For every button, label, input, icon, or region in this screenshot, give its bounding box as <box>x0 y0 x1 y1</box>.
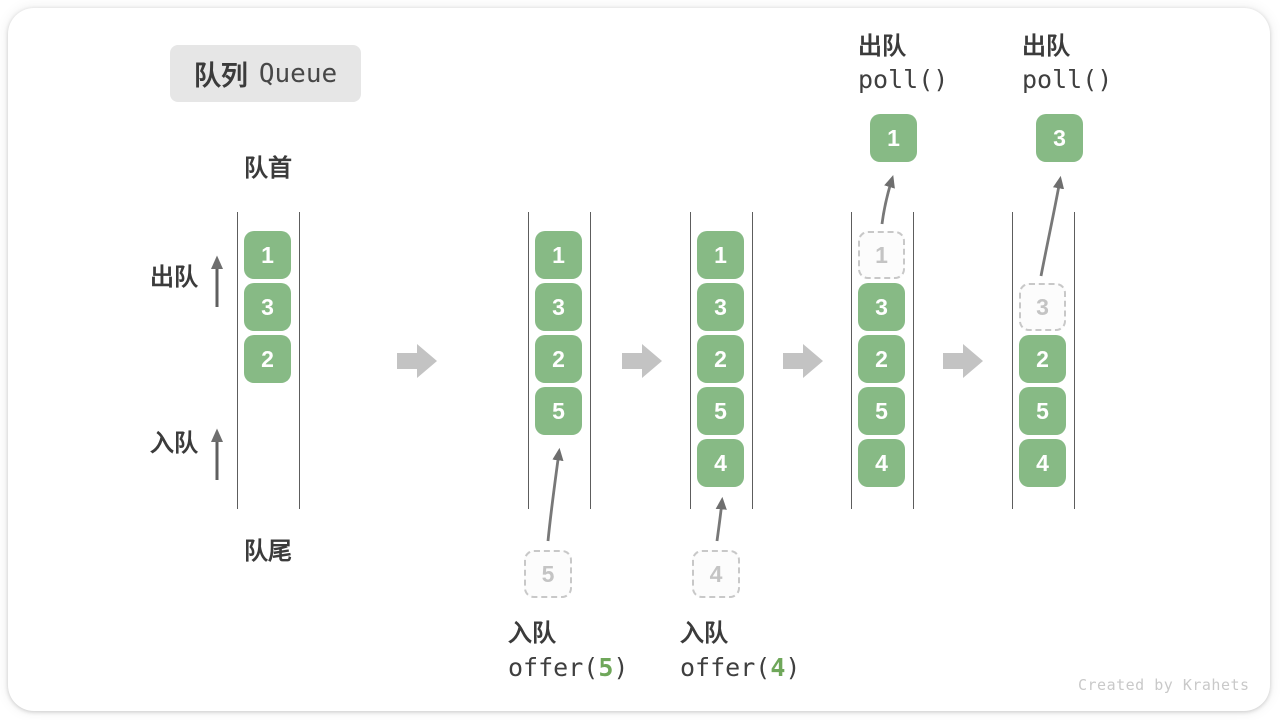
queue-item: 2 <box>697 335 744 383</box>
queue-item: 1 <box>697 231 744 279</box>
queue-item: 5 <box>535 387 582 435</box>
queue-item: 4 <box>697 439 744 487</box>
op-action-label: 出队 <box>858 33 906 60</box>
queue-state-4: 1 3 2 5 4 <box>851 212 914 509</box>
op-action-label: 入队 <box>680 620 728 647</box>
queue-item: 2 <box>858 335 905 383</box>
label-dequeue: 出队 <box>150 264 198 291</box>
queue-item: 3 <box>858 283 905 331</box>
popped-item: 3 <box>1036 114 1083 162</box>
queue-item: 5 <box>858 387 905 435</box>
op-code-label: poll() <box>1022 65 1113 94</box>
queue-item: 4 <box>1019 439 1066 487</box>
queue-item: 3 <box>697 283 744 331</box>
queue-state-3: 1 3 2 5 4 <box>690 212 753 509</box>
queue-state-2: 1 3 2 5 <box>528 212 591 509</box>
incoming-item-ghost: 5 <box>524 550 572 598</box>
label-queue-front: 队首 <box>244 155 292 182</box>
op-arg-value: 4 <box>770 653 786 682</box>
op-dequeue-poll-2: 出队 poll() <box>1022 31 1112 97</box>
label-enqueue: 入队 <box>150 430 198 457</box>
incoming-item-ghost: 4 <box>692 550 740 598</box>
queue-state-5: 3 2 5 4 <box>1012 212 1075 509</box>
removed-item-ghost: 1 <box>858 231 905 279</box>
removed-item-ghost: 3 <box>1019 283 1066 331</box>
queue-item: 3 <box>244 283 291 331</box>
op-arg-value: 5 <box>598 653 614 682</box>
queue-item: 2 <box>244 335 291 383</box>
watermark: Created by Krahets <box>1078 676 1250 694</box>
op-enqueue-offer4: 入队 offer(4) <box>680 617 800 685</box>
queue-item: 1 <box>244 231 291 279</box>
queue-item: 3 <box>535 283 582 331</box>
diagram-card <box>8 8 1270 711</box>
queue-item: 2 <box>535 335 582 383</box>
op-action-label: 出队 <box>1022 33 1070 60</box>
label-queue-rear: 队尾 <box>244 538 292 565</box>
title-zh: 队列 <box>193 61 248 91</box>
popped-item: 1 <box>870 114 917 162</box>
queue-state-1: 1 3 2 <box>237 212 300 509</box>
queue-item: 2 <box>1019 335 1066 383</box>
op-code-label: poll() <box>858 65 949 94</box>
op-action-label: 入队 <box>508 620 556 647</box>
title-badge: 队列 Queue <box>170 45 361 102</box>
op-code-label: offer(4) <box>680 653 801 682</box>
title-en: Queue <box>258 58 338 89</box>
queue-item: 5 <box>1019 387 1066 435</box>
queue-item: 4 <box>858 439 905 487</box>
queue-item: 5 <box>697 387 744 435</box>
op-code-label: offer(5) <box>508 653 629 682</box>
op-dequeue-poll-1: 出队 poll() <box>858 31 948 97</box>
op-enqueue-offer5: 入队 offer(5) <box>508 617 628 685</box>
queue-item: 1 <box>535 231 582 279</box>
